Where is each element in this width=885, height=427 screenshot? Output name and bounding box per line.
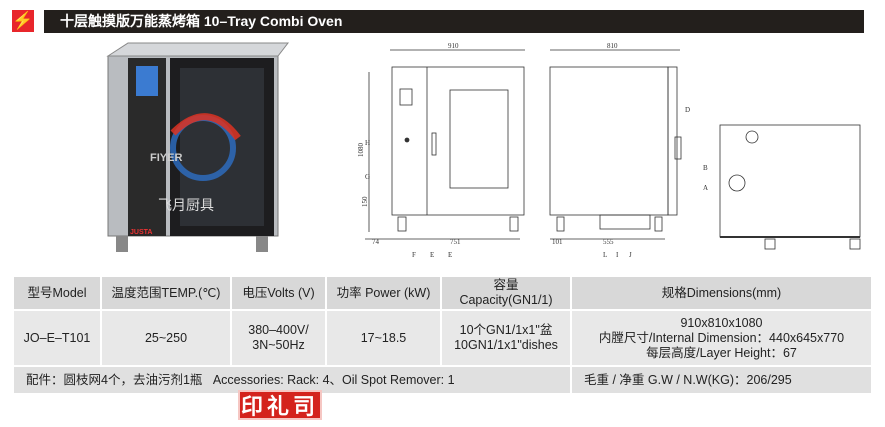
- oven-photo: FIYER 飞月厨具 JUSTA: [106, 42, 290, 252]
- spec-table: 型号Model 温度范围TEMP.(℃) 电压Volts (V) 功率 Powe…: [14, 277, 873, 395]
- brand-cn: 飞月厨具: [158, 197, 214, 213]
- svg-text:G: G: [365, 173, 370, 181]
- svg-text:74: 74: [372, 238, 380, 246]
- svg-text:A: A: [703, 184, 708, 192]
- svg-text:910: 910: [448, 42, 459, 50]
- page-title: 十层触摸版万能蒸烤箱 10–Tray Combi Oven: [44, 10, 864, 33]
- top-view-drawing: B A: [703, 124, 861, 250]
- svg-text:751: 751: [450, 238, 461, 246]
- svg-text:1080: 1080: [357, 143, 365, 158]
- header-capacity: 容量 Capacity(GN1/1): [441, 277, 572, 311]
- temp-cell: 25~250: [101, 310, 232, 367]
- dimension-line: 内膛尺寸/Internal Dimension：440x645x770: [598, 330, 845, 345]
- brand-logo: FIYER: [150, 152, 182, 164]
- header-dimensions: 规格Dimensions(mm): [571, 277, 873, 311]
- header-temp: 温度范围TEMP.(℃): [101, 277, 232, 311]
- svg-text:B: B: [703, 164, 708, 172]
- svg-text:H: H: [365, 139, 370, 147]
- accessories-cell: 配件：圆枝网4个，去油污剂1瓶 Accessories: Rack: 4、Oil…: [14, 366, 572, 395]
- svg-text:555: 555: [603, 238, 614, 246]
- volts-cell: 380–400V/3N~50Hz: [231, 310, 327, 367]
- svg-text:E: E: [448, 251, 452, 259]
- capacity-line: 10GN1/1x1"dishes: [454, 338, 558, 352]
- svg-text:I: I: [616, 251, 619, 259]
- svg-text:150: 150: [361, 196, 369, 207]
- svg-text:L: L: [603, 251, 607, 259]
- seal-stamp: 印礼司: [238, 390, 322, 420]
- capacity-line: 10个GN1/1x1"盆: [459, 323, 553, 337]
- svg-text:J: J: [629, 251, 632, 259]
- power-cell: 17~18.5: [326, 310, 442, 367]
- weight-cell: 毛重 / 净重 G.W / N.W(KG)：206/295: [571, 366, 873, 395]
- svg-text:D: D: [685, 106, 690, 114]
- dimension-line: 910x810x1080: [680, 315, 763, 330]
- front-view-drawing: 910 1080 150 74 751 H G F E E: [357, 42, 525, 259]
- header-model: 型号Model: [14, 277, 102, 311]
- model-cell: JO–E–T101: [14, 310, 102, 367]
- volts-line: 380–400V/: [248, 323, 309, 337]
- side-view-drawing: 810 101 555 D L I J: [549, 42, 690, 259]
- svg-text:E: E: [430, 251, 434, 259]
- dimension-line: 每层高度/Layer Height：67: [646, 345, 797, 360]
- volts-line: 3N~50Hz: [252, 338, 305, 352]
- header-volts: 电压Volts (V): [231, 277, 327, 311]
- badge: JUSTA: [130, 229, 152, 236]
- header-power: 功率 Power (kW): [326, 277, 442, 311]
- svg-text:F: F: [412, 251, 416, 259]
- lightning-icon: ⚡: [12, 10, 34, 32]
- svg-text:101: 101: [552, 238, 563, 246]
- svg-text:810: 810: [607, 42, 618, 50]
